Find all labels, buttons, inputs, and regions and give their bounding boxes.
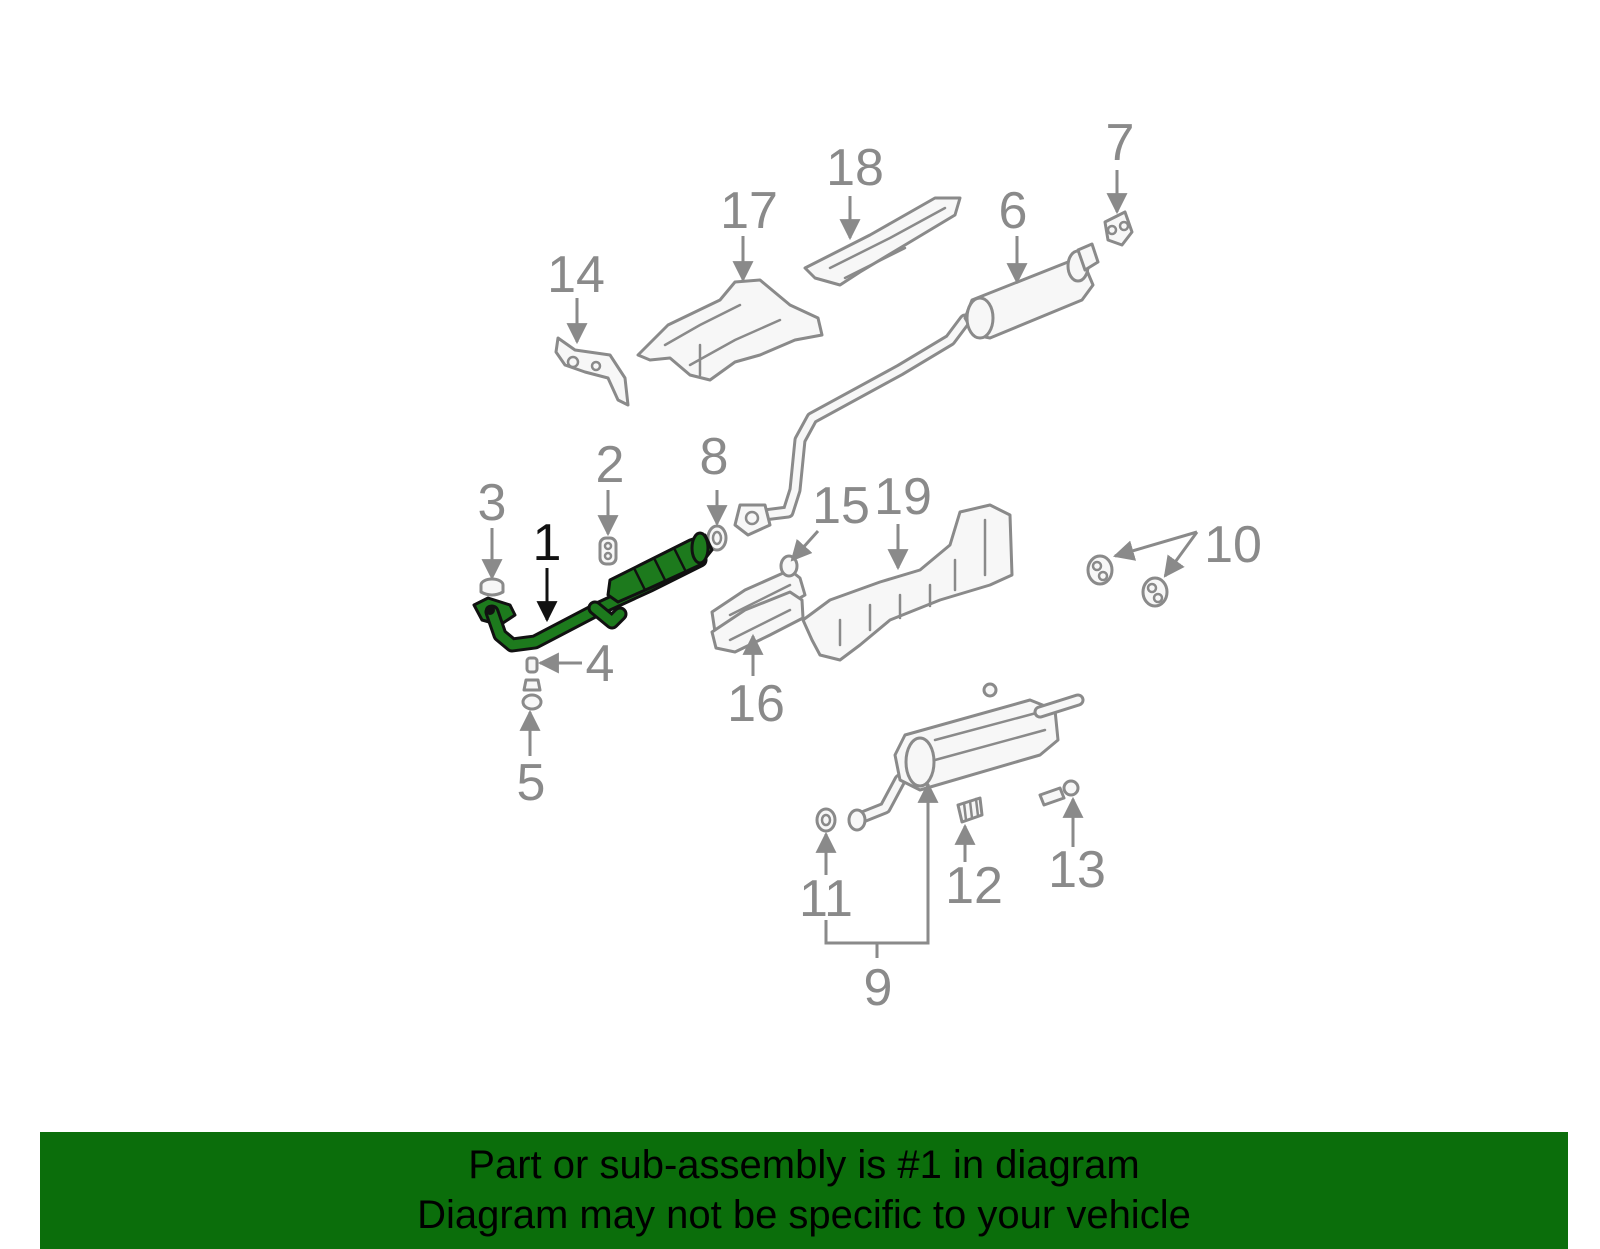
callout-9: 9 <box>864 959 893 1017</box>
callout-17: 17 <box>720 182 778 240</box>
callout-5: 5 <box>517 754 546 812</box>
part-1-front-pipe <box>472 531 714 653</box>
part-18-heat-shield <box>803 196 962 287</box>
part-15-16-converter-shield <box>710 554 807 654</box>
callout-13: 13 <box>1048 841 1106 899</box>
part-17-heat-shield <box>636 278 824 382</box>
callout-7: 7 <box>1106 114 1135 172</box>
callout-3: 3 <box>478 474 507 532</box>
arrowhead-icon <box>790 529 820 562</box>
info-banner: Part or sub-assembly is #1 in diagram Di… <box>40 1132 1568 1249</box>
callout-12: 12 <box>945 857 1003 915</box>
callout-1: 1 <box>533 514 562 572</box>
part-3-gasket <box>479 577 505 597</box>
banner-line-1: Part or sub-assembly is #1 in diagram <box>468 1143 1140 1187</box>
callout-8: 8 <box>700 428 729 486</box>
part-19-heat-shield <box>801 503 1014 662</box>
callout-10: 10 <box>1204 516 1262 574</box>
part-2-gasket <box>598 536 618 566</box>
banner-line-2: Diagram may not be specific to your vehi… <box>417 1193 1191 1237</box>
callout-6: 6 <box>999 182 1028 240</box>
callout-15: 15 <box>812 477 870 535</box>
callout-labels: 1 2 3 4 5 6 7 8 9 10 11 12 13 14 15 16 1… <box>478 114 1262 1017</box>
callout-4: 4 <box>586 635 615 693</box>
part-11-gasket <box>815 807 837 833</box>
callout-11: 11 <box>799 870 853 928</box>
callout-19: 19 <box>874 468 932 526</box>
part-10-hangers <box>1086 554 1169 608</box>
part-12-spring <box>956 796 984 824</box>
callout-16: 16 <box>727 675 785 733</box>
part-9-rear-muffler <box>847 682 1085 832</box>
part-6-resonator-pipe <box>733 242 1100 537</box>
part-14-bracket <box>554 336 630 407</box>
part-4-5-nut-bolt <box>521 656 543 711</box>
arrowhead-icon <box>1163 531 1199 578</box>
arrowhead-icon <box>1112 530 1198 561</box>
callout-2: 2 <box>596 436 625 494</box>
callout-18: 18 <box>826 139 884 197</box>
callout-14: 14 <box>547 246 605 304</box>
leader-arrows <box>481 170 1199 958</box>
part-7-hanger <box>1103 210 1134 247</box>
